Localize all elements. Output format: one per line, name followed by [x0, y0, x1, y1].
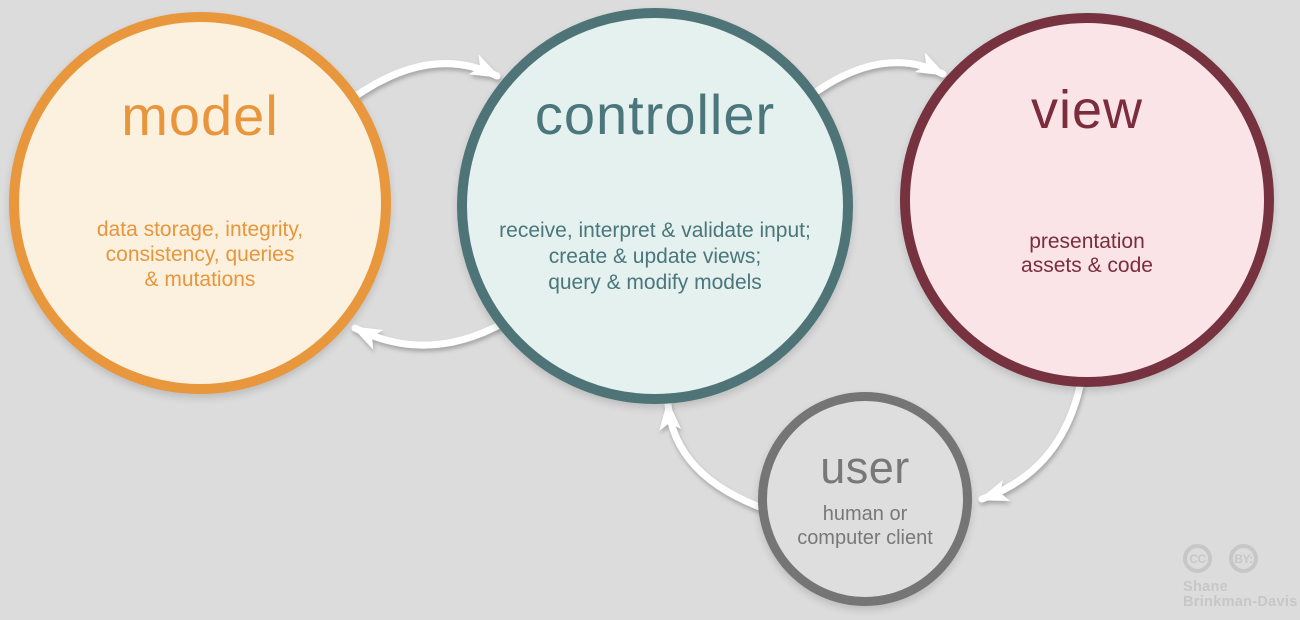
- arrow-controller-to-model: [351, 318, 509, 350]
- author-name-line2: Brinkman-Davis: [1183, 593, 1298, 610]
- model-description: data storage, integrity, consistency, qu…: [96, 218, 304, 291]
- view-description: presentation assets & code: [1021, 230, 1153, 277]
- arrow-controller-to-view: [801, 52, 947, 104]
- by-icon: BY:: [1229, 544, 1258, 573]
- controller-description: receive, interpret & validate input; cre…: [499, 219, 811, 294]
- author-name-line1: Shane: [1183, 579, 1229, 595]
- arrow-model-to-controller: [336, 54, 501, 112]
- user-description: human or computer client: [797, 503, 933, 549]
- license-attribution: CC BY: Shane Brinkman-Davis: [1183, 544, 1298, 610]
- cc-icon: CC: [1183, 544, 1212, 573]
- cc-badges: CC BY:: [1183, 544, 1283, 573]
- arrow-view-to-user: [978, 382, 1084, 503]
- view-title: view: [1030, 80, 1144, 140]
- user-node: user human or computer client: [758, 392, 972, 606]
- model-node: model data storage, integrity, consisten…: [9, 12, 391, 394]
- arrow-user-to-controller: [659, 400, 772, 514]
- controller-node: controller receive, interpret & validate…: [457, 8, 853, 404]
- user-title: user: [820, 442, 910, 493]
- view-node: view presentation assets & code: [900, 13, 1274, 387]
- model-title: model: [121, 84, 279, 147]
- controller-title: controller: [534, 83, 776, 146]
